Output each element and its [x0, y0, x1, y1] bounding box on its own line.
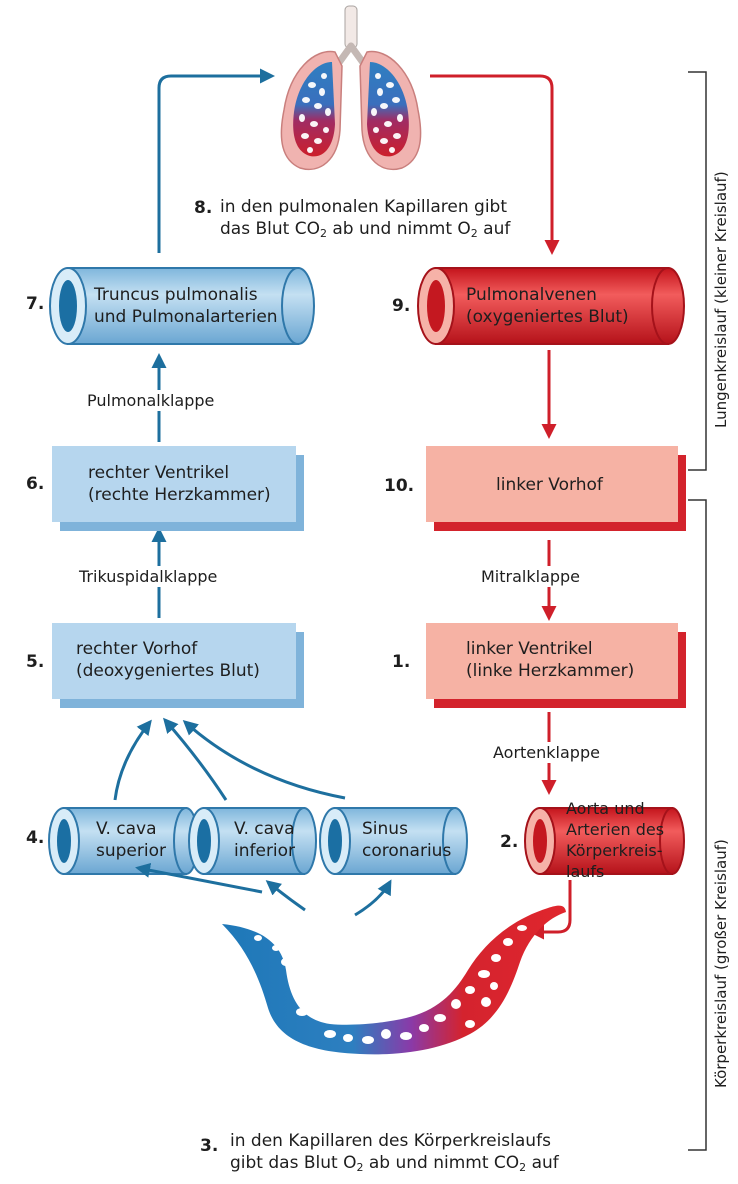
- step-number-10: 10.: [384, 476, 415, 496]
- lungs-icon: [280, 5, 422, 171]
- pulmonalklappe-label: Pulmonalklappe: [84, 390, 218, 411]
- linker-ventrikel-line2: (linke Herzkammer): [466, 661, 635, 681]
- v-cava-inferior-tube: [188, 807, 317, 875]
- koerperkreislauf-bracket: [688, 499, 707, 1151]
- linker-vorhof-box: [426, 446, 686, 531]
- step-number-5: 5.: [26, 652, 45, 672]
- step-number-3: 3.: [200, 1136, 219, 1156]
- arrow-capillary-to-sinus: [354, 879, 392, 917]
- truncus-line2: und Pulmonalarterien: [94, 307, 278, 327]
- step-number-1: 1.: [392, 652, 411, 672]
- v-cava-superior-line2: superior: [96, 841, 166, 861]
- rechter-ventrikel-box: [52, 446, 304, 531]
- sinus-coronarius-line2: coronarius: [362, 841, 452, 861]
- pulmonalvenen-tube: [417, 267, 685, 345]
- truncus-tube: [49, 267, 315, 345]
- v-cava-superior-line1: V. cava: [96, 819, 157, 839]
- arrow-vcs-to-vorhof: [113, 719, 152, 801]
- sinus-coronarius-line1: Sinus: [362, 819, 408, 839]
- body-capillaries-line2: gibt das Blut O2 ab und nimmt CO2 auf: [230, 1153, 559, 1174]
- step-number-7: 7.: [26, 294, 45, 314]
- arrow-sinus-to-vorhof: [182, 720, 346, 800]
- mitralklappe-label: Mitralklappe: [478, 566, 584, 587]
- v-cava-inferior-line2: inferior: [234, 841, 296, 861]
- lungenkreislauf-label: Lungenkreislauf (kleiner Kreislauf): [712, 171, 730, 428]
- aorta-tube: [524, 807, 685, 875]
- pulmonary-capillaries-line1: in den pulmonalen Kapillaren gibt: [220, 197, 507, 217]
- sinus-coronarius-tube: [319, 807, 468, 875]
- pulmonalvenen-label: Pulmonalvenen (oxygeniertes Blut): [466, 284, 629, 328]
- pulmonary-capillaries-label: in den pulmonalen Kapillaren gibt das Bl…: [220, 196, 510, 240]
- aorta-line1: Aorta und: [566, 799, 645, 818]
- arrow-lungs-to-pulmonalvenen: [430, 74, 560, 255]
- trikuspidalklappe-label: Trikuspidalklappe: [76, 566, 221, 587]
- linker-vorhof-label: linker Vorhof: [496, 475, 603, 495]
- arrow-capillary-to-vci: [265, 880, 306, 912]
- rechter-ventrikel-line1: rechter Ventrikel: [88, 463, 230, 483]
- v-cava-superior-label: V. cava superior: [96, 818, 166, 862]
- capillary-network-icon: [222, 905, 566, 1055]
- truncus-line1: Truncus pulmonalis: [94, 285, 258, 305]
- linker-ventrikel-label: linker Ventrikel (linke Herzkammer): [466, 638, 634, 682]
- arrow-aorta-to-capillary: [529, 880, 572, 940]
- step-number-4: 4.: [26, 828, 45, 848]
- aorta-label: Aorta und Arterien des Körperkreis- lauf…: [566, 798, 664, 882]
- rechter-ventrikel-label: rechter Ventrikel (rechte Herzkammer): [88, 462, 271, 506]
- pulmonalvenen-line2: (oxygeniertes Blut): [466, 307, 629, 327]
- truncus-label: Truncus pulmonalis und Pulmonalarterien: [94, 284, 278, 328]
- rechter-vorhof-line1: rechter Vorhof: [76, 639, 198, 659]
- v-cava-inferior-line1: V. cava: [234, 819, 295, 839]
- step-number-2: 2.: [500, 832, 519, 852]
- linker-ventrikel-line1: linker Ventrikel: [466, 639, 593, 659]
- v-cava-inferior-label: V. cava inferior: [234, 818, 295, 862]
- arrow-capillary-to-vcs: [135, 862, 263, 894]
- rechter-ventrikel-line2: (rechte Herzkammer): [88, 485, 271, 505]
- koerperkreislauf-label: Körperkreislauf (großer Kreislauf): [712, 839, 730, 1088]
- pulmonary-capillaries-line2: das Blut CO2 ab und nimmt O2 auf: [220, 219, 511, 240]
- body-capillaries-label: in den Kapillaren des Körperkreislaufs g…: [230, 1130, 559, 1174]
- lungenkreislauf-bracket: [688, 71, 707, 471]
- sinus-coronarius-label: Sinus coronarius: [362, 818, 451, 862]
- pulmonalvenen-line1: Pulmonalvenen: [466, 285, 597, 305]
- rechter-vorhof-label: rechter Vorhof (deoxygeniertes Blut): [76, 638, 260, 682]
- body-capillaries-line1: in den Kapillaren des Körperkreislaufs: [230, 1131, 551, 1151]
- aorta-line4: laufs: [566, 862, 605, 881]
- aorta-line2: Arterien des: [566, 820, 665, 839]
- step-number-8: 8.: [194, 198, 213, 218]
- aortenklappe-label: Aortenklappe: [490, 742, 603, 763]
- rechter-vorhof-box: [52, 623, 304, 708]
- rechter-vorhof-line2: (deoxygeniertes Blut): [76, 661, 260, 681]
- arrow-truncus-to-lungs: [157, 68, 275, 253]
- arrow-vci-to-vorhof: [163, 717, 228, 801]
- step-number-6: 6.: [26, 474, 45, 494]
- linker-ventrikel-box: [426, 623, 686, 708]
- aorta-line3: Körperkreis-: [566, 841, 663, 860]
- step-number-9: 9.: [392, 296, 411, 316]
